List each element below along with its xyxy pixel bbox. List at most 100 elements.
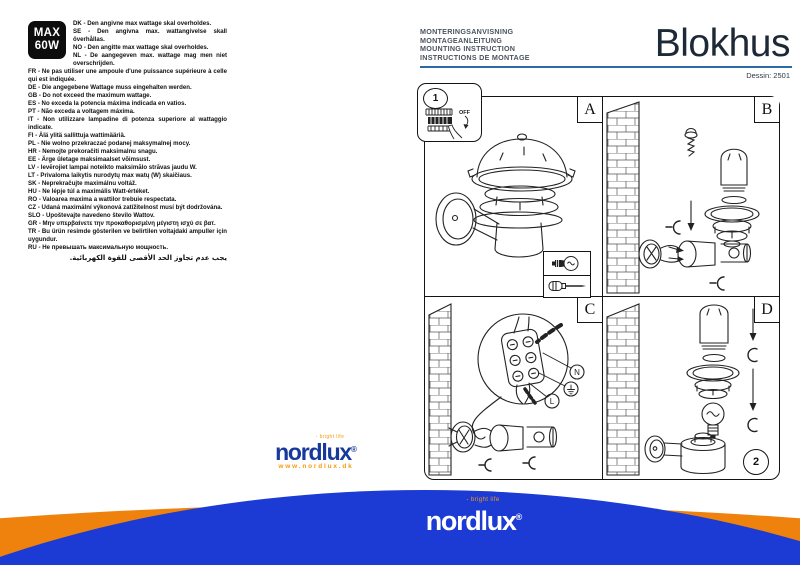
diagram-frame: N L (424, 96, 780, 480)
warning-pl: PL - Nie wolno przekraczać podanej maksy… (28, 140, 191, 147)
max-wattage-badge: MAX 60W (28, 21, 66, 59)
panel-label-b: B (754, 97, 779, 123)
frame-horizontal-divider (425, 296, 779, 298)
light-bulb-icon (552, 256, 579, 271)
warning-hu: HU - Ne lépje túl a maximális Watt-érték… (28, 188, 150, 195)
product-title: Blokhus (654, 22, 791, 65)
registered-mark: ® (515, 512, 523, 522)
warning-nl: NL - De aangegeven max. wattage mag men … (73, 52, 227, 67)
step-1-marker: 1 (423, 88, 448, 109)
bracket-and-body (474, 424, 558, 452)
svg-text:OFF: OFF (459, 110, 471, 116)
registered-mark: ® (351, 445, 357, 454)
nordlux-logo-small: - bright life nordlux® www.nordlux.dk (260, 434, 372, 471)
panel-d-illustration (606, 303, 758, 476)
logo-url: www.nordlux.dk (278, 463, 354, 470)
light-bulb (701, 402, 725, 438)
wire-label-n: N (569, 364, 585, 380)
warning-cz: CZ - Udaná maximální výkonová zatížiteln… (28, 204, 223, 211)
shade-assembly (686, 364, 740, 400)
assembly-arrows (749, 308, 757, 411)
svg-text:N: N (574, 368, 580, 377)
frame-vertical-divider (602, 97, 604, 479)
brick-wall (606, 303, 640, 476)
warning-pt: PT - Não exceda a voltagem máxima. (28, 108, 135, 115)
badge-watt-label: 60W (34, 39, 60, 52)
warning-slo: SLO - Upoštevajte navedeno število Watto… (28, 212, 155, 219)
mounting-screw (684, 127, 698, 157)
gasket-ring (702, 353, 726, 363)
lamp-rings (473, 185, 563, 229)
gasket-ring (721, 195, 747, 205)
step-1-callout: 1 OFF (417, 83, 482, 142)
warning-list: MAX 60W DK - Den angivne max wattage ska… (28, 20, 227, 262)
supply-cable (471, 396, 502, 440)
logo-wordmark: nordlux® (425, 506, 523, 536)
warning-se: SE - Den angivna max. wattangivelse skal… (73, 28, 227, 43)
warning-ro: RO - Valoarea maxima a wattilor trebuie … (28, 196, 177, 203)
nordlux-logo-footer: - bright life nordlux® (400, 497, 548, 536)
header-line-de: MONTAGEANLEITUNG (420, 35, 503, 45)
brick-wall (606, 101, 640, 294)
logo-tagline: - bright life (466, 497, 500, 503)
panel-c-illustration: N L (428, 303, 585, 476)
striped-cable (535, 323, 563, 344)
panel-a-illustration (435, 133, 576, 258)
header-line-en: MOUNTING INSTRUCTION (420, 44, 516, 54)
wall-mounted-base (644, 432, 726, 475)
warning-es: ES - No exceda la potencia máxima indica… (28, 100, 187, 107)
warning-ru: RU - Не превышать максимальную мощность. (28, 244, 169, 251)
power-off-switch-icon: OFF (425, 108, 471, 140)
warning-ee: EE - Ärge ületage maksimaalset võimsust. (28, 156, 151, 163)
footer-waves: - bright life nordlux® (0, 482, 800, 565)
wires (513, 316, 530, 334)
light-bulb-box (543, 251, 591, 276)
header-line-fr: INSTRUCTIONS DE MONTAGE (420, 53, 530, 63)
warning-fr: FR - Ne pas utiliser une ampoule d'une p… (28, 68, 227, 83)
badge-max-label: MAX (33, 27, 61, 39)
warning-fi: FI - Älä ylitä sallittuja wattimääriä. (28, 132, 126, 139)
label-pointers (528, 352, 572, 398)
warning-gr: GR - Μην υπερβαίνετε την προκαθορισμένη … (28, 220, 216, 227)
logo-wordmark: nordlux® (275, 439, 357, 465)
wall-mount-disc (435, 192, 500, 246)
glass-cylinder (720, 148, 748, 192)
assembly-arrow (687, 200, 695, 231)
wall-mount-disc (448, 421, 476, 453)
warning-tr: TR - Bu ürün resimde gösterilen ve belir… (28, 228, 227, 243)
c-clip (478, 456, 536, 472)
fit-arrows (668, 246, 684, 262)
c-clip (747, 347, 758, 433)
glass-cylinder (699, 304, 729, 350)
striped-cable-lower (523, 387, 537, 405)
dessin-number: Dessin: 2501 (746, 71, 790, 80)
panel-label-d: D (754, 297, 779, 323)
terminal-block (500, 328, 545, 388)
warning-dk: DK - Den angivne max wattage skal overho… (73, 20, 212, 27)
wire-label-l: L (544, 393, 560, 409)
lamp-dome (467, 133, 576, 192)
document-type-lines: MONTERINGSANVISNING MONTAGEANLEITUNG MOU… (420, 27, 530, 63)
warning-gb: GB - Do not exceed the maximum wattage. (28, 92, 152, 99)
warning-no: NO - Den angitte max wattage skal overho… (73, 44, 209, 51)
warning-hr: HR - Nemojte prekoračiti maksimalnu snag… (28, 148, 158, 155)
shade-assembly (704, 205, 760, 248)
panel-label-c: C (577, 297, 602, 323)
warning-ar: يجب عدم تجاوز الحد الأقصى للقوة الكهربائ… (69, 254, 227, 262)
brick-wall (428, 303, 452, 476)
warning-lv: LV - Ievērojiet lampai noteikto maksimāl… (28, 164, 197, 171)
wall-bracket-parts (638, 239, 752, 269)
warning-it: IT - Non utilizzare lampadine di potenza… (28, 116, 227, 131)
header-line-dk: MONTERINGSANVISNING (420, 27, 514, 36)
panel-b-illustration (606, 101, 760, 294)
screwdriver-box (543, 276, 591, 298)
panel-label-a: A (577, 97, 602, 123)
logo-tagline: - bright life (315, 434, 345, 440)
warning-lt: LT - Privaloma laikytis nurodytų max wat… (28, 172, 192, 179)
earth-symbol (563, 381, 579, 397)
lamp-body (494, 222, 544, 258)
pointing-hand (448, 124, 463, 140)
required-tools-boxes (543, 251, 591, 298)
svg-text:L: L (550, 397, 555, 406)
